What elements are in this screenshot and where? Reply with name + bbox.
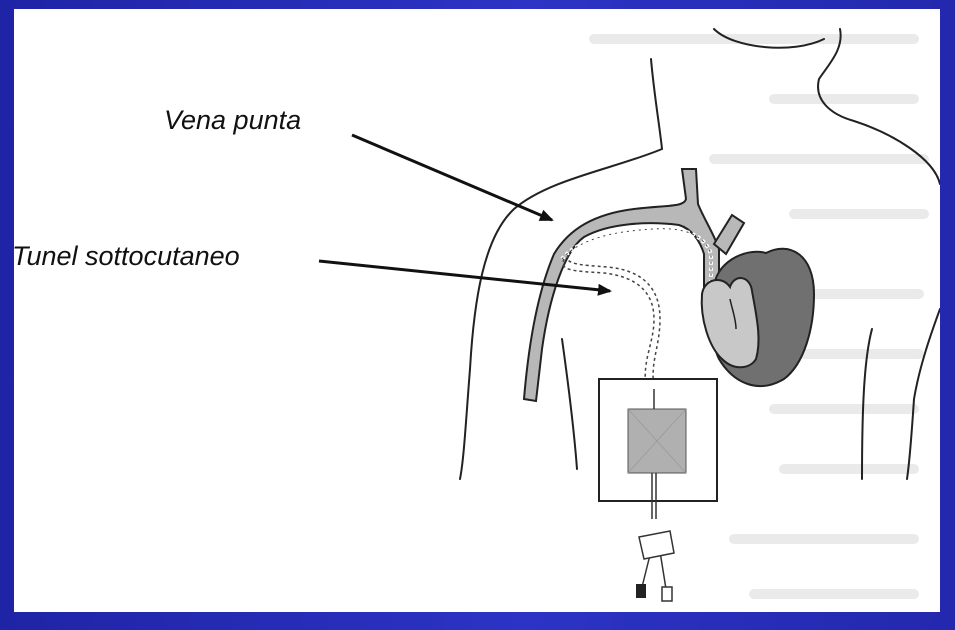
arrow-icon [319,261,610,291]
arrow-icon [352,135,552,220]
diagram-panel: Vena punta Tunel sottocutaneo [14,9,940,612]
subcutaneous-tunnel [563,255,660,389]
label-tunel-sottocutaneo: Tunel sottocutaneo [14,243,240,270]
connector-cap [662,587,672,601]
catheter-clamp [639,531,674,559]
dressing-icon [599,379,717,501]
label-vena-punta: Vena punta [164,107,301,134]
anatomy-diagram [14,9,940,612]
connector-cap [636,584,646,598]
